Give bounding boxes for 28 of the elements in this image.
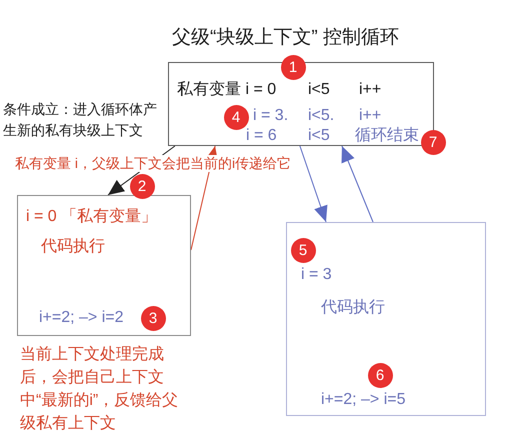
title: 父级“块级上下文” 控制循环: [172, 27, 399, 49]
number-badge: 6: [368, 362, 392, 388]
increment-text: i++: [359, 107, 382, 125]
result-text: i+=2; –> i=2: [39, 309, 124, 327]
result-text: i+=2; –> i=5: [321, 391, 406, 409]
number-badge: 3: [140, 306, 166, 330]
arrow: [341, 146, 374, 222]
declaration-text: 私有变量 i = 0: [177, 81, 276, 99]
arrow: [299, 146, 328, 222]
step-text: 代码执行: [321, 299, 385, 317]
variable-text: i = 0 「私有变量」: [26, 208, 158, 226]
condition-text: i<5: [308, 81, 330, 99]
condition-text: i<5.: [308, 107, 334, 125]
step-text: 代码执行: [41, 238, 105, 256]
number-badge: 7: [420, 130, 446, 154]
note-text: 私有变量 i，父级上下文会把当前的i传递给它: [15, 155, 292, 172]
increment-text: i++: [359, 81, 382, 99]
number-badge: 4: [224, 104, 248, 130]
value-text: i = 6: [246, 127, 277, 145]
number-badge: 1: [280, 54, 306, 80]
condition-text: i<5: [308, 127, 330, 145]
number-badge: 5: [290, 238, 316, 262]
number-badge: 2: [130, 174, 154, 198]
value-text: i = 3.: [253, 107, 288, 125]
status-text: 循环结束: [355, 127, 419, 145]
context-box: [17, 195, 191, 336]
variable-text: i = 3: [301, 266, 332, 284]
context-box: [286, 222, 486, 416]
